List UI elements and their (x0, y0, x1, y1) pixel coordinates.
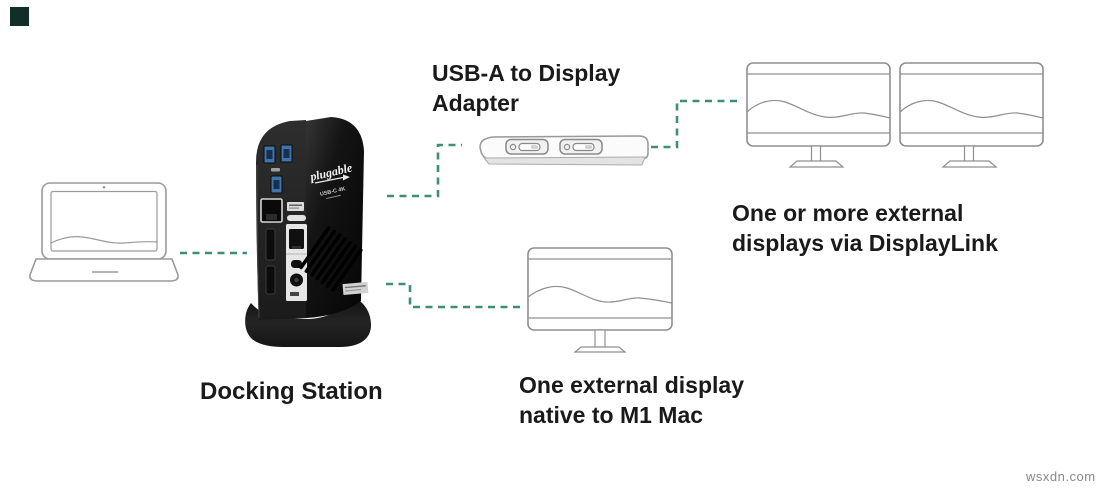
adapter-label-line1: USB-A to Display (432, 60, 621, 86)
displaylink-label-line1: One or more external (732, 200, 964, 226)
adapter-port-2 (559, 138, 603, 155)
dock-ethernet-port (260, 198, 283, 223)
dock-base (245, 296, 372, 347)
dock-displayport-slots (265, 228, 276, 295)
native-monitor-icon (527, 247, 673, 353)
adapter-label-line2: Adapter (432, 90, 519, 116)
dock-bottom-sticker (342, 281, 369, 296)
displaylink-monitor-2-icon (899, 62, 1044, 168)
connector-dock-to-adapter (387, 143, 462, 198)
docking-station-icon: plugable USB-C 4K (245, 117, 372, 347)
adapter-label: USB-A to Display Adapter (432, 58, 620, 118)
watermark-text: wsxdn.com (1026, 469, 1096, 484)
native-display-label: One external display native to M1 Mac (519, 370, 744, 430)
connector-dock-to-native-monitor (386, 282, 522, 309)
corner-marker-square (10, 7, 29, 26)
connector-adapter-to-displaylink-monitors (651, 99, 741, 149)
usb-adapter-icon (479, 135, 649, 166)
displaylink-label-line2: displays via DisplayLink (732, 230, 998, 256)
native-display-label-line1: One external display (519, 372, 744, 398)
docking-station-label: Docking Station (200, 378, 383, 405)
laptop-icon (29, 182, 179, 282)
dock-usb-ports (263, 144, 293, 194)
dock-vent-slats (299, 226, 363, 292)
dock-model-text: USB-C 4K (319, 186, 346, 198)
dock-video-port-panel (286, 224, 307, 301)
adapter-port-1 (505, 138, 549, 155)
displaylink-monitor-1-icon (746, 62, 891, 168)
displaylink-label: One or more external displays via Displa… (732, 198, 998, 258)
native-display-label-line2: native to M1 Mac (519, 402, 704, 428)
dock-label-sticker (287, 202, 306, 221)
